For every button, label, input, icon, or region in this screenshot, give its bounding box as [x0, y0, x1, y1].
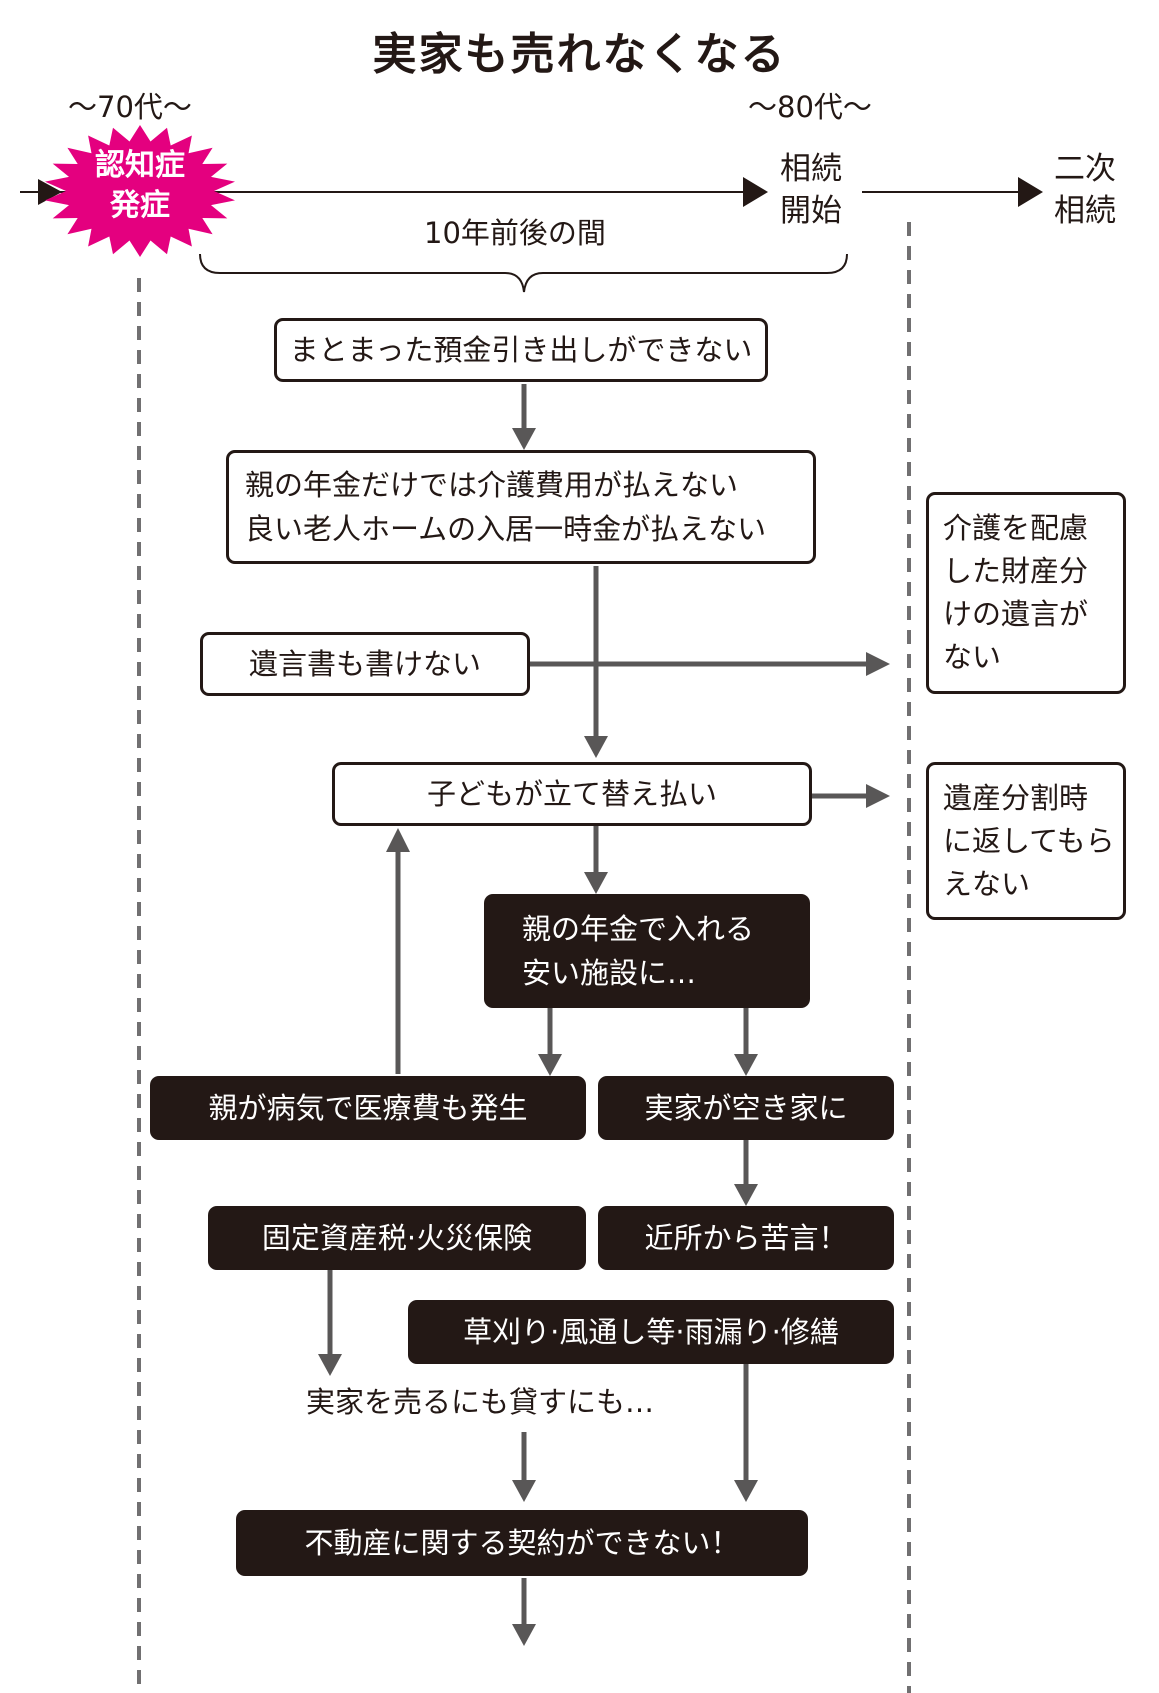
cannot-contract-box: 不動産に関する契約ができない！ — [236, 1510, 808, 1576]
repay-note-line-2: に返してもら — [943, 823, 1115, 858]
repay-note-box: 遺産分割時 に返してもら えない — [926, 762, 1126, 920]
arrowhead — [386, 828, 410, 852]
page-title: 実家も売れなくなる — [372, 29, 787, 80]
pension-box: 親の年金だけでは介護費用が払えない 良い老人ホームの入居一時金が払えない — [226, 450, 816, 564]
cannot-contract-text: 不動産に関する契約ができない！ — [304, 1526, 740, 1560]
will-text: 遺言書も書けない — [248, 647, 481, 681]
repay-note-line-3: えない — [943, 866, 1031, 901]
taxes-text: 固定資産税·火災保険 — [261, 1221, 533, 1255]
dementia-onset-line-2: 発症 — [110, 188, 170, 223]
cheap-facility-text: 親の年金で入れる 安い施設に… — [522, 907, 754, 995]
arrowhead — [584, 736, 608, 758]
secondary-inheritance-line-2: 相続 — [1054, 193, 1116, 229]
arrowhead — [866, 784, 890, 808]
pension-line-2: 良い老人ホームの入居一時金が払えない — [245, 512, 767, 546]
withdraw-text: まとまった預金引き出しができない — [289, 333, 753, 367]
will-note-text: 介護を配慮 した財産分 けの遺言が ない — [943, 507, 1088, 679]
arrowhead — [734, 1054, 758, 1076]
period-brace — [199, 253, 848, 293]
dementia-onset-line-1: 認知症 — [95, 148, 185, 183]
vacant-house-text: 実家が空き家に — [644, 1091, 848, 1125]
arrowhead — [512, 428, 536, 450]
secondary-inheritance-line-1: 二次 — [1054, 151, 1116, 187]
will-note-line-4: ない — [943, 640, 1002, 674]
child-pays-text: 子どもが立て替え払い — [426, 777, 717, 811]
will-note-line-2: した財産分 — [943, 554, 1089, 588]
cheap-facility-line-2: 安い施設に… — [522, 956, 697, 990]
vacant-house-box: 実家が空き家に — [598, 1076, 894, 1140]
sell-rent-label: 実家を売るにも貸すにも… — [306, 1385, 655, 1419]
illness-text: 親が病気で医療費も発生 — [208, 1091, 528, 1125]
arrowhead — [734, 1480, 758, 1502]
taxes-box: 固定資産税·火災保険 — [208, 1206, 586, 1270]
dementia-onset-burst-icon — [45, 125, 235, 257]
secondary-inheritance-label: 二次 相続 — [1054, 148, 1116, 232]
will-box: 遺言書も書けない — [200, 632, 530, 696]
will-note-line-3: けの遺言が — [943, 597, 1089, 631]
timeline-arrowhead-mid — [743, 177, 768, 207]
arrowhead — [512, 1480, 536, 1502]
timeline-arrowhead-start — [38, 179, 62, 205]
maintenance-box: 草刈り·風通し等·雨漏り·修繕 — [408, 1300, 894, 1364]
cheap-facility-line-1: 親の年金で入れる — [522, 912, 755, 946]
will-note-line-1: 介護を配慮 — [943, 511, 1089, 545]
repay-note-text: 遺産分割時 に返してもら えない — [943, 777, 1115, 906]
age-80s-label: 〜80代〜 — [748, 90, 872, 124]
arrowhead — [512, 1624, 536, 1646]
inheritance-start-line-1: 相続 — [780, 151, 842, 187]
arrowhead — [866, 652, 890, 676]
age-70s-label: 〜70代〜 — [68, 90, 192, 124]
pension-line-1: 親の年金だけでは介護費用が払えない — [245, 468, 739, 502]
arrowhead — [318, 1354, 342, 1376]
dementia-onset-label: 認知症 発症 — [60, 146, 220, 226]
arrowhead — [734, 1184, 758, 1206]
period-label: 10年前後の間 — [424, 216, 606, 250]
inheritance-start-label: 相続 開始 — [780, 148, 842, 232]
arrowhead — [584, 872, 608, 894]
will-note-box: 介護を配慮 した財産分 けの遺言が ない — [926, 492, 1126, 694]
complaints-box: 近所から苦言！ — [598, 1206, 894, 1270]
illness-box: 親が病気で医療費も発生 — [150, 1076, 586, 1140]
cheap-facility-box: 親の年金で入れる 安い施設に… — [484, 894, 810, 1008]
complaints-text: 近所から苦言！ — [644, 1221, 848, 1255]
pension-text: 親の年金だけでは介護費用が払えない 良い老人ホームの入居一時金が払えない — [245, 463, 766, 551]
repay-note-line-1: 遺産分割時 — [943, 780, 1089, 815]
arrowhead — [538, 1054, 562, 1076]
inheritance-start-line-2: 開始 — [780, 193, 842, 229]
child-pays-box: 子どもが立て替え払い — [332, 762, 812, 826]
withdraw-box: まとまった預金引き出しができない — [274, 318, 768, 382]
timeline-arrowhead-end — [1018, 177, 1043, 207]
maintenance-text: 草刈り·風通し等·雨漏り·修繕 — [463, 1315, 839, 1349]
